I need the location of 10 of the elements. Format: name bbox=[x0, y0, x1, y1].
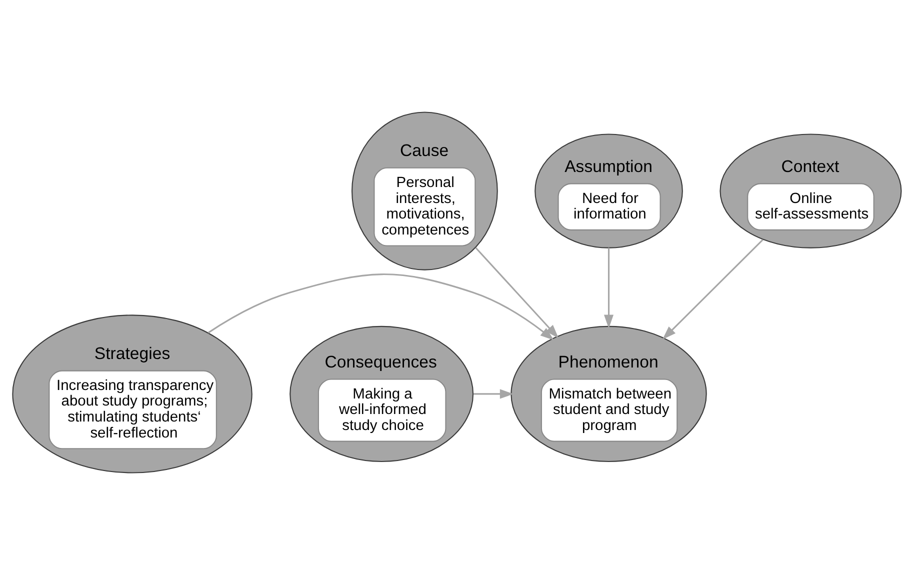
arrow bbox=[473, 388, 514, 398]
node-ellipse: Assumption Need for information bbox=[534, 133, 683, 248]
node-ellipse: Strategies Increasing transparency about study programs; stimulating students‘ self-reflection bbox=[12, 314, 252, 473]
arrow bbox=[604, 247, 614, 328]
arrow bbox=[662, 238, 764, 340]
node-circle: Cause Personal interests, motivations, competences bbox=[352, 111, 498, 270]
arrow bbox=[208, 273, 554, 340]
node-ellipse: Consequences Making a well-informed study choice bbox=[290, 325, 474, 462]
arrow bbox=[475, 246, 559, 338]
node-ellipse: Context Online self-assessments bbox=[720, 133, 902, 248]
